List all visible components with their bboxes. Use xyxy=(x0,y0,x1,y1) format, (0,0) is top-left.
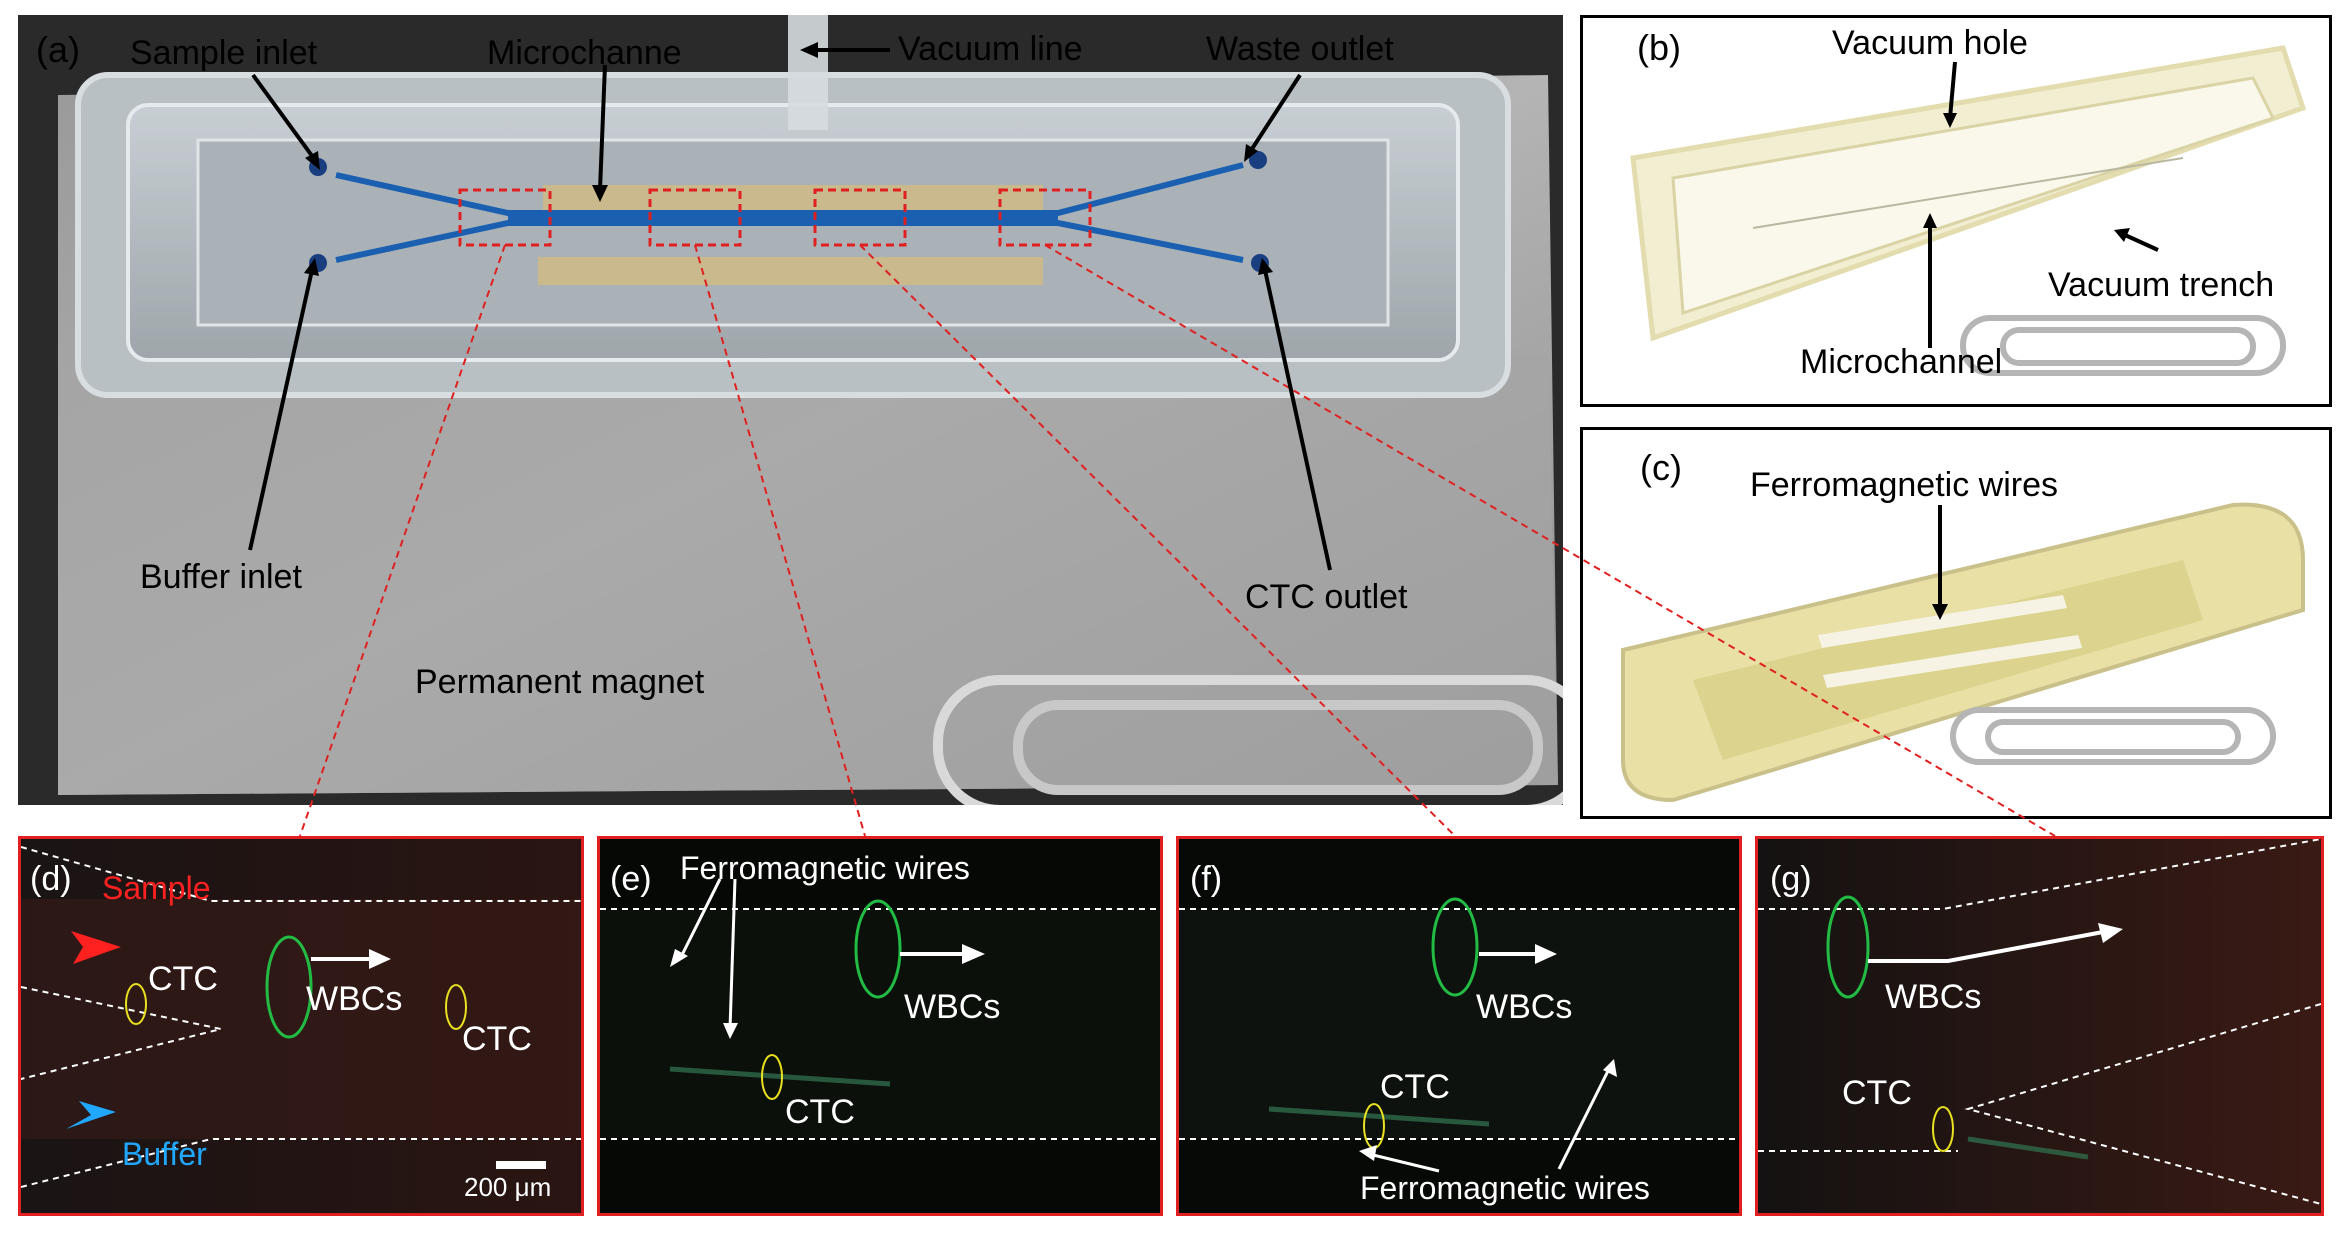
panel-e-micrograph xyxy=(597,836,1163,1216)
sample-inlet-port xyxy=(309,158,327,176)
ctc-marker xyxy=(1932,1106,1954,1152)
paperclip-c xyxy=(1950,707,2276,765)
label-ctc-d2: CTC xyxy=(462,1020,532,1058)
label-ctc-e: CTC xyxy=(785,1093,855,1131)
wire-strip-bottom xyxy=(538,257,1043,285)
device-photo xyxy=(58,15,1563,805)
panel-f-micrograph xyxy=(1176,836,1742,1216)
label-buffer: Buffer xyxy=(122,1136,207,1172)
wbc-arrow xyxy=(1868,923,2123,963)
ctc-marker xyxy=(445,984,467,1030)
label-waste-outlet: Waste outlet xyxy=(1206,30,1394,68)
wbc-marker xyxy=(854,899,902,999)
label-wbcs-d: WBCs xyxy=(306,980,403,1018)
label-vacuum-line: Vacuum line xyxy=(898,30,1083,68)
label-ctc-d1: CTC xyxy=(148,960,218,998)
panel-letter-g: (g) xyxy=(1770,860,1812,898)
ctc-marker xyxy=(761,1054,783,1100)
panel-letter-f: (f) xyxy=(1190,860,1223,898)
label-ferromagnetic-wires-e: Ferromagnetic wires xyxy=(680,850,970,886)
sample-arrow xyxy=(71,931,121,964)
panel-g-micrograph xyxy=(1755,836,2324,1216)
label-vacuum-hole: Vacuum hole xyxy=(1832,24,2028,62)
label-ctc-outlet: CTC outlet xyxy=(1245,578,1408,616)
panel-d-micrograph xyxy=(18,836,584,1216)
label-ferromagnetic-wires-f: Ferromagnetic wires xyxy=(1360,1170,1650,1206)
wbc-marker xyxy=(265,935,313,1039)
ctc-outlet-port xyxy=(1251,254,1269,272)
label-wbcs-e: WBCs xyxy=(904,988,1001,1026)
panel-letter-d: (d) xyxy=(30,860,72,898)
scale-bar xyxy=(496,1161,546,1169)
glass-slide xyxy=(196,138,1390,327)
wbc-arrow xyxy=(900,944,985,964)
waste-outlet-port xyxy=(1249,151,1267,169)
panel-a-photo xyxy=(18,15,1563,805)
wire-pointer-arrows xyxy=(1359,1059,1617,1173)
label-sample: Sample xyxy=(102,870,211,906)
label-permanent-magnet: Permanent magnet xyxy=(415,663,705,701)
vacuum-line-tube xyxy=(788,15,828,130)
panel-letter-c: (c) xyxy=(1640,447,1682,488)
microchannel-network xyxy=(335,162,1244,263)
label-microchannel: Microchanne xyxy=(487,34,682,72)
wbc-arrow xyxy=(1479,944,1557,964)
label-vacuum-trench: Vacuum trench xyxy=(2048,266,2275,304)
label-ctc-g: CTC xyxy=(1842,1074,1912,1112)
ctc-marker xyxy=(125,983,147,1025)
paperclip-b xyxy=(1960,315,2286,376)
wire-pointer-arrows xyxy=(670,878,738,1039)
label-ctc-f: CTC xyxy=(1380,1068,1450,1106)
label-microchannel-b: Microchannel xyxy=(1800,343,2003,381)
wbc-marker xyxy=(1431,897,1479,997)
panel-letter-a: (a) xyxy=(36,29,80,70)
label-scale-bar: 200 μm xyxy=(464,1172,552,1202)
label-buffer-inlet: Buffer inlet xyxy=(140,558,302,596)
panel-letter-e: (e) xyxy=(610,860,652,898)
label-ferromagnetic-wires-c: Ferromagnetic wires xyxy=(1750,466,2058,504)
label-wbcs-f: WBCs xyxy=(1476,988,1573,1026)
buffer-inlet-port xyxy=(309,254,327,272)
label-sample-inlet: Sample inlet xyxy=(130,34,318,72)
panel-letter-b: (b) xyxy=(1637,27,1681,68)
buffer-arrow xyxy=(66,1101,116,1129)
wbc-marker xyxy=(1826,895,1870,999)
label-wbcs-g: WBCs xyxy=(1885,978,1982,1016)
wbc-arrow xyxy=(311,949,391,969)
